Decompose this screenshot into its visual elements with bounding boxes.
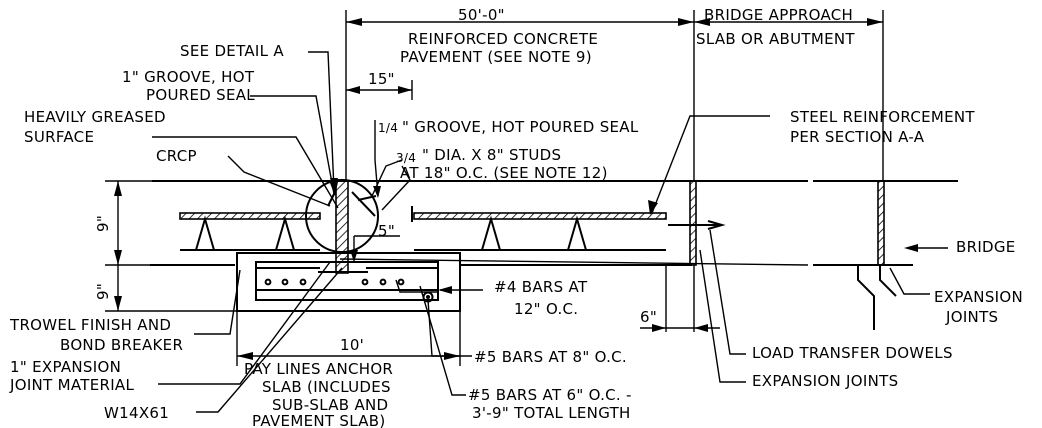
- dimension-lines: [105, 10, 884, 366]
- right-reinforcement-mat: [411, 206, 667, 251]
- pay-lines-label-line4: PAVEMENT SLAB): [252, 412, 386, 428]
- trowel-label-line1: TROWEL FINISH AND: [9, 316, 171, 334]
- bars5-6-label-line1: #5 BARS AT 6" O.C. -: [468, 386, 632, 404]
- w14x61-label: W14X61: [104, 404, 169, 422]
- expansion-joint-material-line1: 1" EXPANSION: [10, 358, 121, 376]
- crcp-label: CRCP: [156, 147, 197, 165]
- leader-lines: [152, 51, 948, 413]
- pavement-surface-lines: [150, 180, 958, 266]
- w14-beam: [305, 179, 379, 274]
- bridge-section: [857, 180, 897, 330]
- bars5-6-label-line2: 3'-9" TOTAL LENGTH: [472, 404, 631, 422]
- see-detail-a-label: SEE DETAIL A: [180, 42, 284, 60]
- studs-fraction: 3/4: [396, 151, 416, 165]
- annotation-labels: 50'-0" BRIDGE APPROACH SLAB OR ABUTMENT …: [9, 6, 1023, 428]
- rcp-label-line2: PAVEMENT (SEE NOTE 9): [400, 48, 592, 66]
- rcp-label-line1: REINFORCED CONCRETE: [408, 30, 598, 48]
- expansion-joints-right-line2: JOINTS: [945, 308, 998, 326]
- dim-5-label: 5": [378, 222, 395, 240]
- expansion-joint-material-line2: JOINT MATERIAL: [9, 376, 134, 394]
- pay-lines-label-line2: SLAB (INCLUDES: [262, 378, 391, 396]
- dim-50-label: 50'-0": [458, 6, 505, 24]
- approach-slab-wall: [665, 10, 726, 332]
- greased-label-line2: SURFACE: [24, 128, 94, 146]
- groove1-label-line2: POURED SEAL: [146, 86, 255, 104]
- dim-6-label: 6": [640, 308, 657, 326]
- pay-lines-label-line1: PAY LINES ANCHOR: [244, 360, 393, 378]
- steel-reinforcement-label-line2: PER SECTION A-A: [790, 128, 925, 146]
- studs-label-line1: " DIA. X 8" STUDS: [422, 146, 561, 164]
- steel-reinforcement-label-line1: STEEL REINFORCEMENT: [790, 108, 975, 126]
- bridge-approach-label-line1: BRIDGE APPROACH: [704, 6, 853, 24]
- dim-9-top-label: 9": [94, 215, 112, 232]
- bars4-label-line1: #4 BARS AT: [494, 278, 588, 296]
- quarter-groove-label: " GROOVE, HOT POURED SEAL: [402, 118, 639, 136]
- trowel-label-line2: BOND BREAKER: [60, 336, 183, 354]
- pay-lines-label-line3: SUB-SLAB AND: [272, 396, 388, 414]
- quarter-groove-fraction: 1/4: [378, 121, 398, 135]
- expansion-joints-right-line1: EXPANSION: [934, 288, 1023, 306]
- bars5-8-label: #5 BARS AT 8" O.C.: [474, 348, 627, 366]
- dim-10-label: 10': [340, 336, 364, 354]
- studs-label-line2: AT 18" O.C. (SEE NOTE 12): [400, 164, 608, 182]
- bridge-approach-label-line2: SLAB OR ABUTMENT: [696, 30, 855, 48]
- left-reinforcement-mat: [179, 212, 321, 251]
- dim-15-label: 15": [368, 70, 395, 88]
- dim-9-bottom-label: 9": [94, 283, 112, 300]
- greased-label-line1: HEAVILY GREASED: [24, 108, 166, 126]
- expansion-joints-bottom-label: EXPANSION JOINTS: [752, 372, 898, 390]
- load-transfer-dowels-label: LOAD TRANSFER DOWELS: [752, 344, 953, 362]
- bars4-label-line2: 12" O.C.: [514, 300, 578, 318]
- groove1-label-line1: 1" GROOVE, HOT: [122, 68, 255, 86]
- bridge-label: BRIDGE: [956, 238, 1016, 256]
